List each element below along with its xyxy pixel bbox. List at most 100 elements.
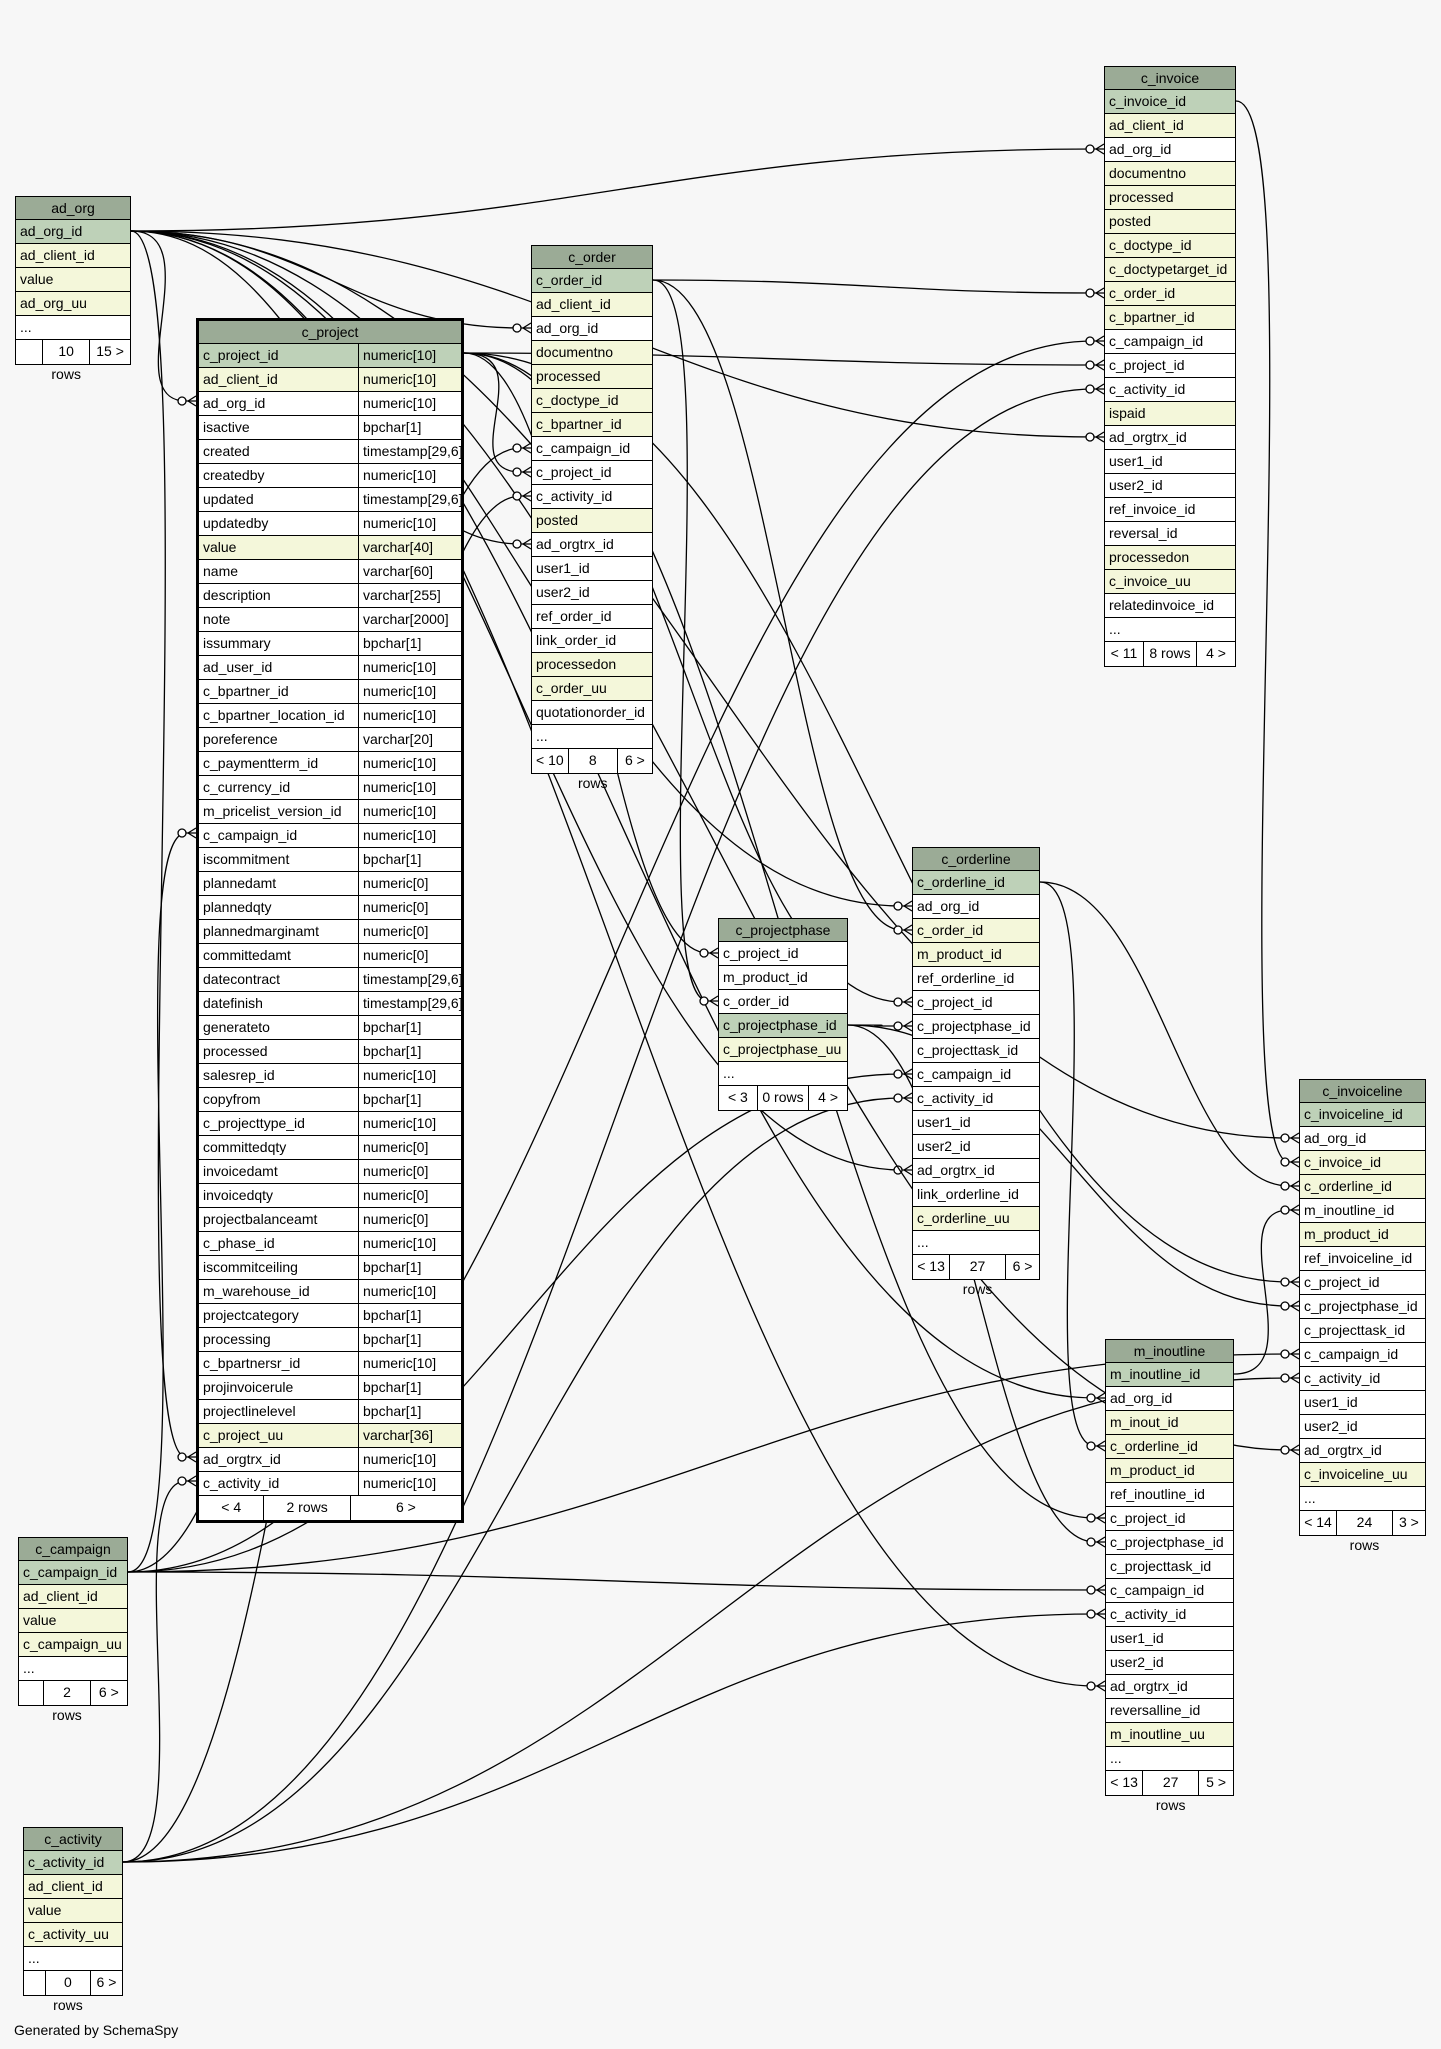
column-row[interactable]: documentno [532,341,652,365]
column-row[interactable]: ... [913,1231,1039,1255]
column-row[interactable]: c_doctype_id [1105,234,1235,258]
table-header[interactable]: c_orderline [913,848,1039,871]
column-row[interactable]: m_product_id [719,966,847,990]
column-row[interactable]: c_order_id [913,919,1039,943]
column-row[interactable]: ... [24,1947,122,1971]
column-row[interactable]: ad_org_id [16,220,130,244]
parent-count[interactable]: < 13 [917,1258,945,1274]
column-row[interactable]: ... [1106,1747,1233,1771]
column-row[interactable]: c_project_id [719,942,847,966]
column-row[interactable]: c_doctypetarget_id [1105,258,1235,282]
column-row[interactable]: ... [19,1657,127,1681]
column-row[interactable]: c_activity_id [24,1851,122,1875]
child-count[interactable]: 5 > [1198,1771,1233,1795]
column-row[interactable]: ad_orgtrx_id [1105,426,1235,450]
column-row[interactable]: ad_org_uu [16,292,130,316]
column-row[interactable]: c_project_id [1106,1507,1233,1531]
column-row[interactable]: m_inoutline_id [1300,1199,1425,1223]
column-row[interactable]: user2_id [532,581,652,605]
column-row[interactable]: m_product_id [1106,1459,1233,1483]
column-row[interactable]: posted [532,509,652,533]
column-row[interactable]: m_inoutline_id [1106,1363,1233,1387]
column-row[interactable]: c_projectphase_id [1106,1531,1233,1555]
column-row[interactable]: ... [16,316,130,340]
column-row[interactable]: c_projecttask_id [913,1039,1039,1063]
parent-count[interactable] [16,340,42,364]
child-count[interactable]: 6 > [89,1681,127,1705]
column-row[interactable]: c_campaign_uu [19,1633,127,1657]
child-count[interactable]: 4 > [808,1086,847,1110]
column-row[interactable]: ad_client_id [1105,114,1235,138]
column-row[interactable]: ... [1105,618,1235,642]
column-row[interactable]: value [19,1609,127,1633]
column-row[interactable]: c_order_uu [532,677,652,701]
column-row[interactable]: user1_id [913,1111,1039,1135]
column-row[interactable]: c_projecttask_id [1106,1555,1233,1579]
column-row[interactable]: c_campaign_id [1106,1579,1233,1603]
column-row[interactable]: c_orderline_id [1300,1175,1425,1199]
column-row[interactable]: reversal_id [1105,522,1235,546]
column-row[interactable]: processedon [1105,546,1235,570]
column-row[interactable]: c_invoice_id [1105,90,1235,114]
column-row[interactable]: c_project_id [1105,354,1235,378]
column-row[interactable]: ad_org_id [532,317,652,341]
table-header[interactable]: c_activity [24,1828,122,1851]
table-header[interactable]: c_invoiceline [1300,1080,1425,1103]
column-row[interactable]: c_orderline_id [1106,1435,1233,1459]
column-row[interactable]: c_activity_uu [24,1923,122,1947]
child-count[interactable]: 6 > [616,749,652,773]
parent-count[interactable]: < 14 [1304,1514,1332,1530]
column-row[interactable]: ad_orgtrx_id [532,533,652,557]
column-row[interactable]: user2_id [1300,1415,1425,1439]
column-row[interactable]: user2_id [1105,474,1235,498]
column-row[interactable]: c_projectphase_id [1300,1295,1425,1319]
column-row[interactable]: c_order_id [532,269,652,293]
column-row[interactable]: user2_id [1106,1651,1233,1675]
table-header[interactable]: c_projectphase [719,919,847,942]
column-row[interactable]: c_campaign_id [19,1561,127,1585]
parent-count[interactable]: < 13 [1110,1774,1138,1790]
table-header[interactable]: c_campaign [19,1538,127,1561]
column-row[interactable]: c_campaign_id [1105,330,1235,354]
column-row[interactable]: user1_id [1106,1627,1233,1651]
parent-count[interactable]: < 3 [727,1089,748,1105]
column-row[interactable]: c_invoiceline_id [1300,1103,1425,1127]
column-row[interactable]: user2_id [913,1135,1039,1159]
column-row[interactable]: ad_orgtrx_id [1106,1675,1233,1699]
column-row[interactable]: c_activity_id [1300,1367,1425,1391]
column-row[interactable]: processed [532,365,652,389]
